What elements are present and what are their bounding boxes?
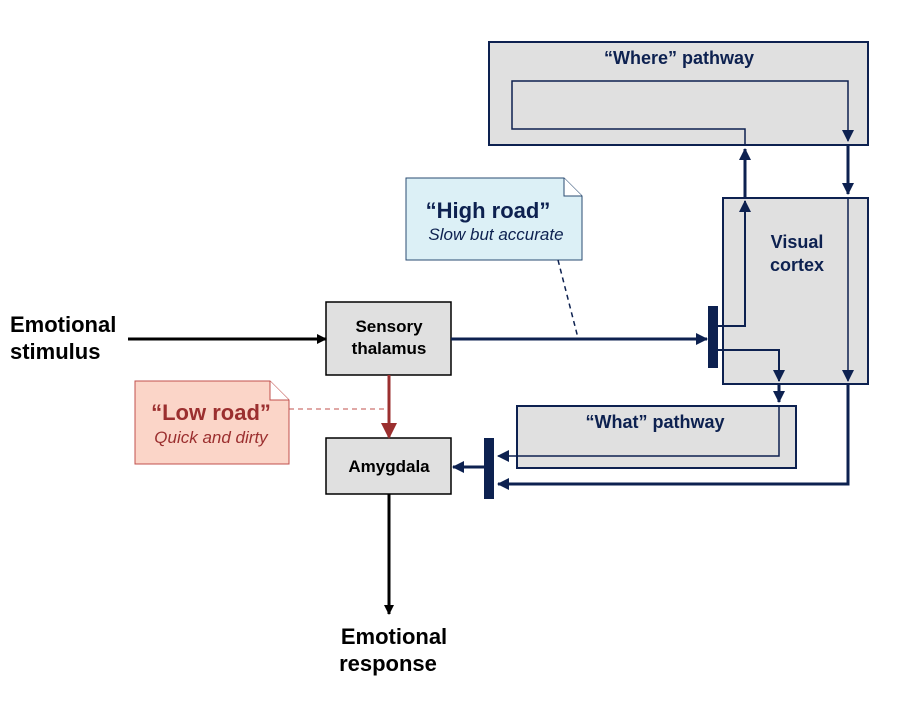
response-label-line1: Emotional [341, 624, 447, 649]
high-road-leader-line [557, 259, 579, 339]
low-road-subtitle: Quick and dirty [154, 428, 269, 447]
where-pathway-box: “Where” pathway [488, 41, 869, 146]
amygdala-label: Amygdala [348, 457, 430, 476]
cortex-internal-up-arrow [718, 200, 751, 327]
amygdala-input-bar [484, 438, 494, 499]
response-label-line2: response [339, 651, 437, 676]
where-pathway-label: “Where” pathway [604, 48, 754, 68]
sensory-thalamus-box: Sensory thalamus [325, 301, 452, 376]
high-road-callout: “High road” Slow but accurate [405, 177, 583, 261]
high-road-title: “High road” [426, 198, 551, 223]
where-pathway-loop [511, 80, 854, 146]
visual-cortex-label-line1: Visual [771, 232, 824, 252]
visual-cortex-label-line2: cortex [770, 255, 824, 275]
low-road-callout: “Low road” Quick and dirty [134, 380, 290, 465]
what-pathway-box: “What” pathway [516, 405, 797, 469]
low-road-title: “Low road” [151, 400, 271, 425]
what-pathway-label: “What” pathway [585, 412, 724, 432]
high-road-subtitle: Slow but accurate [428, 225, 563, 244]
what-pathway-loop [497, 406, 780, 462]
cortex-to-amygdala-arrow [497, 384, 850, 490]
amygdala-box: Amygdala [325, 437, 452, 495]
thalamus-label-line1: Sensory [355, 317, 423, 336]
visual-cortex-box: Visual cortex [722, 197, 869, 385]
stimulus-label-line2: stimulus [10, 339, 100, 364]
cortex-to-what-arrow [718, 349, 785, 382]
stimulus-label-line1: Emotional [10, 312, 116, 337]
cortex-input-bar [708, 306, 718, 368]
thalamus-label-line2: thalamus [352, 339, 427, 358]
